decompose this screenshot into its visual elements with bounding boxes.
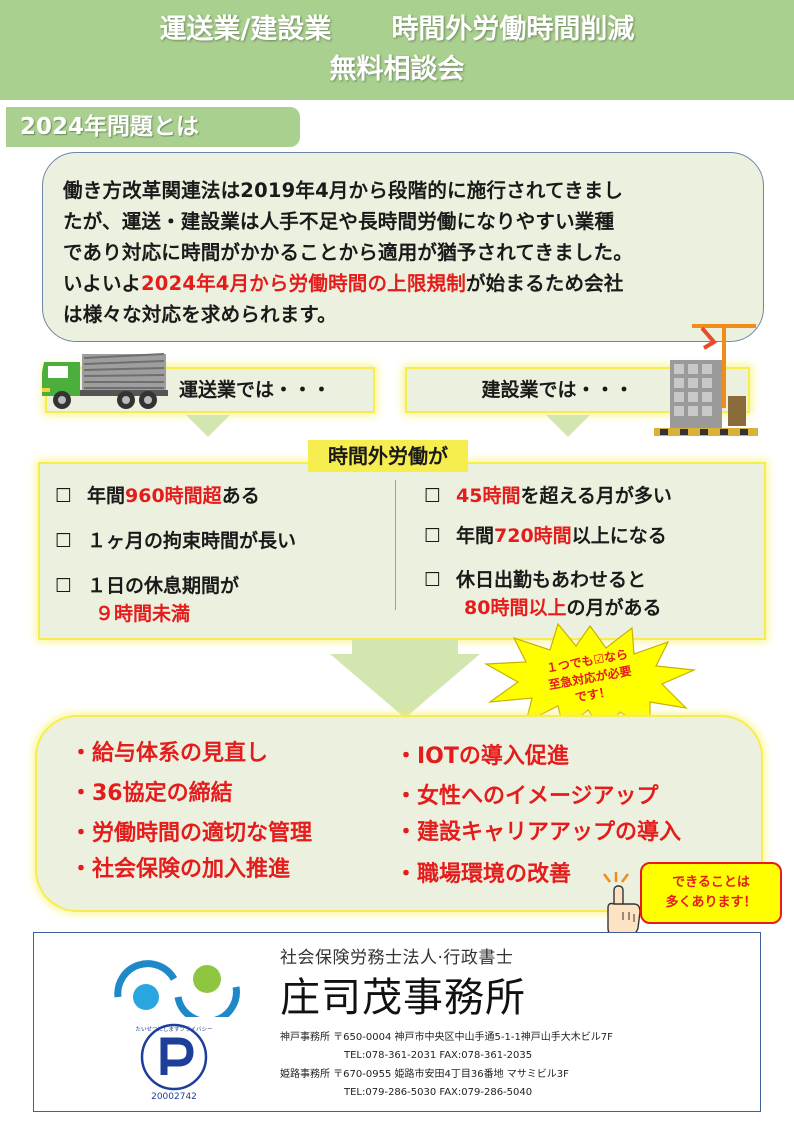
checklist-text: 以上になる	[571, 525, 667, 547]
checklist-text: １日の休息期間が	[87, 575, 240, 597]
action-item-left-4: ・社会保険の加入推進	[70, 857, 291, 882]
checklist-item-left-3: ☐ １日の休息期間が ９時間未満	[55, 572, 239, 628]
intro-line-2: たが、運送・建設業は人手不足や長時間労働になりやすい業種	[63, 210, 615, 233]
callout-line-1: できることは	[672, 875, 750, 890]
company-footer: 20002742 たいせつにしますプライバシー 社会保険労務士法人·行政書士 庄…	[33, 932, 761, 1112]
intro-line-5: は様々な対応を求められます。	[63, 303, 337, 326]
checklist-text: 年間	[456, 525, 495, 547]
construction-down-arrow-icon	[546, 415, 590, 437]
action-item-right-1: ・IOTの導入促進	[395, 744, 569, 769]
checkbox-icon: ☐	[424, 485, 442, 507]
starburst-icon: １つでも☑なら 至急対応が必要 です！	[480, 622, 700, 734]
checklist-highlight: 720時間	[494, 525, 572, 547]
checklist-highlight: 80時間以上	[464, 597, 567, 619]
action-item-left-1: ・給与体系の見直し	[70, 741, 269, 766]
checklist-divider	[395, 480, 396, 610]
action-item-left-2: ・36協定の締結	[70, 781, 233, 806]
checklist-item-right-2: ☐ 年間720時間以上になる	[424, 522, 667, 550]
header-title-right: 時間外労働時間削減	[391, 14, 635, 45]
page-header: 運送業/建設業 時間外労働時間削減 無料相談会	[0, 0, 794, 100]
checklist-text: 休日出勤もあわせると	[456, 569, 647, 591]
crane-building-icon	[654, 324, 758, 436]
overtime-checklist-panel	[38, 462, 766, 640]
header-title-row: 運送業/建設業 時間外労働時間削減	[0, 10, 794, 50]
company-name: 庄司茂事務所	[280, 975, 526, 1021]
intro-line-1: 働き方改革関連法は2019年4月から段階的に施行されてきまし	[63, 179, 624, 202]
overtime-label: 時間外労働が	[308, 440, 468, 472]
company-logo-icon	[114, 960, 240, 1017]
intro-paragraph: 働き方改革関連法は2019年4月から段階的に施行されてきまし たが、運送・建設業…	[42, 152, 764, 342]
kobe-office-address: 神戸事務所 〒650-0004 神戸市中央区中山手通5-1-1神戸山手大木ビル7…	[280, 1032, 613, 1043]
privacy-number: 20002742	[151, 1092, 197, 1102]
himeji-office-address: 姫路事務所 〒670-0955 姫路市安田4丁目36番地 マサミビル3F	[280, 1069, 569, 1080]
checkbox-icon: ☐	[424, 569, 442, 591]
checkbox-icon: ☐	[424, 525, 442, 547]
checklist-item-left-1: ☐ 年間960時間超ある	[55, 482, 260, 510]
construction-label: 建設業では・・・	[481, 379, 634, 401]
checklist-text: １ヶ月の拘束時間が長い	[87, 530, 297, 552]
action-item-right-2: ・女性へのイメージアップ	[395, 784, 659, 809]
intro-line-3: であり対応に時間がかかることから適用が猶予されてきました。	[63, 241, 633, 264]
pointing-hand-icon	[603, 872, 641, 937]
callout-bubble: できることは 多くあります！	[640, 862, 782, 924]
checklist-item-right-3: ☐ 休日出勤もあわせると 80時間以上の月がある	[424, 566, 661, 622]
checkbox-icon: ☐	[55, 530, 73, 552]
checklist-highlight: 45時間	[456, 485, 521, 507]
intro-line-4-post: が始まるため会社	[465, 272, 624, 295]
checklist-highlight: ９時間未満	[95, 603, 191, 625]
big-down-arrow-icon	[330, 640, 480, 720]
checkbox-icon: ☐	[55, 485, 73, 507]
action-item-left-3: ・労働時間の適切な管理	[70, 821, 313, 846]
callout-line-2: 多くあります！	[665, 895, 757, 910]
header-title-left: 運送業/建設業	[159, 14, 332, 45]
header-title-line2: 無料相談会	[329, 54, 465, 85]
checkbox-icon: ☐	[55, 575, 73, 597]
company-subtitle: 社会保険労務士法人·行政書士	[280, 948, 514, 968]
action-item-right-4: ・職場環境の改善	[395, 862, 572, 887]
checklist-text: ある	[221, 485, 260, 507]
checklist-item-left-2: ☐ １ヶ月の拘束時間が長い	[55, 527, 296, 555]
checklist-text: 年間	[87, 485, 126, 507]
checklist-highlight: 960時間超	[125, 485, 222, 507]
checklist-text: の月がある	[566, 597, 662, 619]
intro-line-4-pre: いよいよ	[63, 272, 142, 295]
checklist-item-right-1: ☐ 45時間を超える月が多い	[424, 482, 672, 510]
privacy-text: たいせつにしますプライバシー	[136, 1026, 213, 1033]
section-heading: 2024年問題とは	[6, 107, 300, 147]
privacy-mark-icon: 20002742 たいせつにしますプライバシー	[136, 1023, 213, 1102]
intro-line-4: いよいよ2024年4月から労働時間の上限規制が始まるため会社	[63, 268, 745, 299]
intro-line-4-highlight: 2024年4月から労働時間の上限規制	[141, 272, 466, 295]
himeji-office-phone: TEL:079-286-5030 FAX:079-286-5040	[344, 1087, 533, 1098]
transport-down-arrow-icon	[186, 415, 230, 437]
kobe-office-phone: TEL:078-361-2031 FAX:078-361-2035	[344, 1050, 533, 1061]
truck-icon	[42, 353, 168, 409]
action-item-right-3: ・建設キャリアアップの導入	[395, 820, 682, 845]
transport-label: 運送業では・・・	[178, 379, 331, 401]
checklist-text: を超える月が多い	[520, 485, 672, 507]
